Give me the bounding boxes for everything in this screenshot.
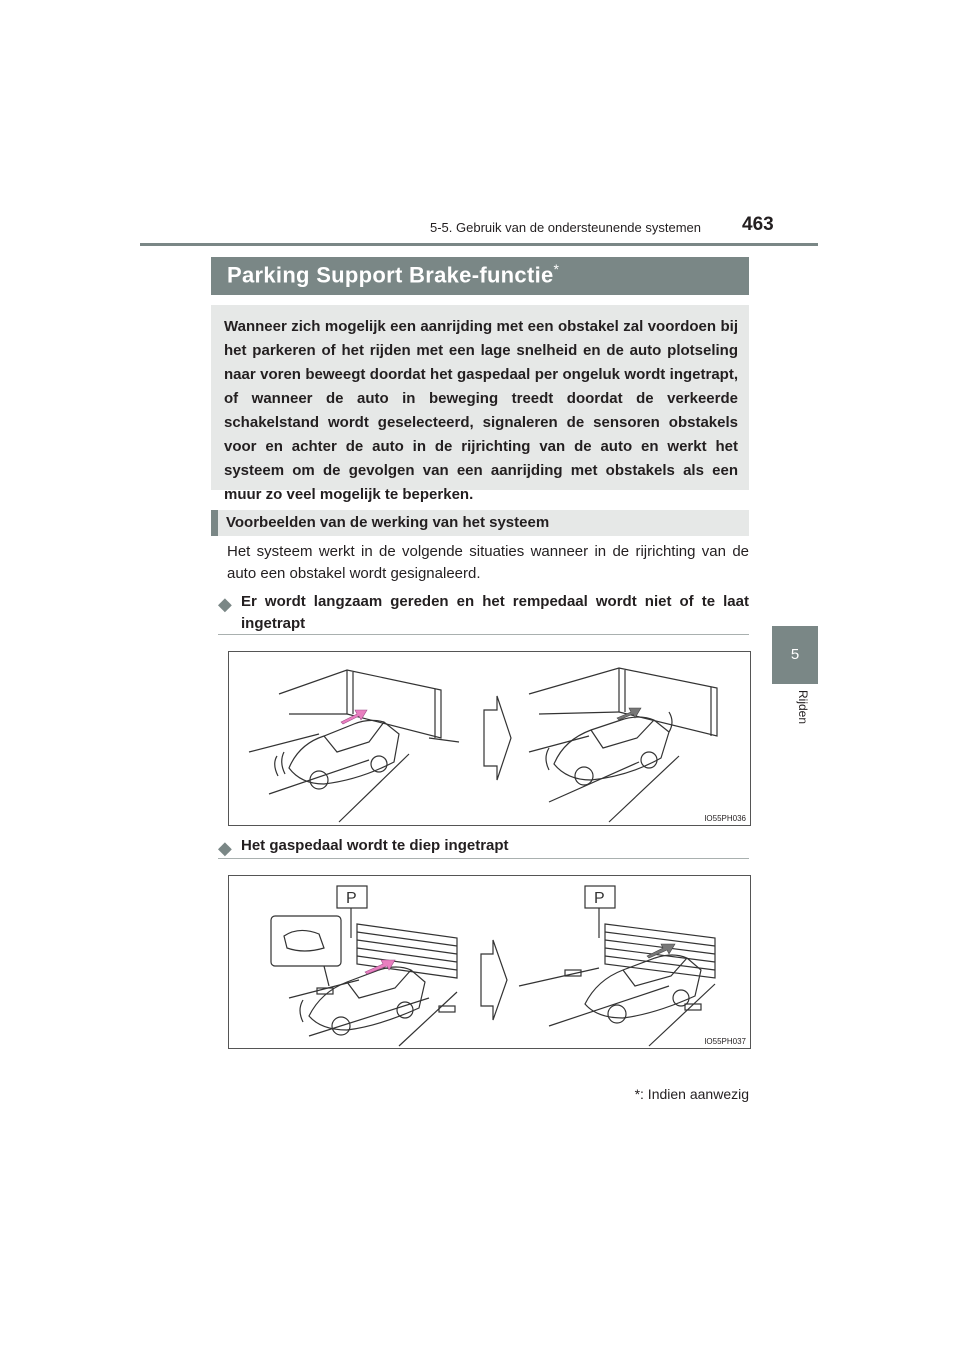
case-heading-text: Het gaspedaal wordt te diep ingetrapt (241, 837, 509, 854)
case-rule (218, 858, 749, 859)
illustration-accelerator-pressed-drawing: P P (270, 885, 716, 1047)
svg-text:P: P (594, 890, 605, 907)
subheading-text: Voorbeelden van de werking van het syste… (226, 514, 550, 531)
footnote: *: Indien aanwezig (600, 1086, 749, 1102)
running-header-section: 5-5. Gebruik van de ondersteunende syste… (430, 220, 702, 235)
svg-text:P: P (346, 890, 357, 907)
chapter-label: Rijden (796, 690, 810, 725)
intro-box: Wanneer zich mogelijk een aanrijding met… (211, 305, 749, 503)
diamond-bullet-icon: ◆ (218, 838, 232, 858)
case-heading: ◆ Het gaspedaal wordt te diep ingetrapt (218, 835, 749, 858)
section-title-text: Parking Support Brake-functie (227, 262, 554, 288)
illustration-accelerator-pressed: P P (228, 875, 751, 1049)
subheading-bar: Voorbeelden van de werking van het syste… (211, 510, 749, 536)
illustration-slow-driving-drawing (248, 667, 718, 823)
diamond-bullet-icon: ◆ (218, 594, 232, 614)
subheading-accent (211, 510, 218, 536)
header-rule (140, 243, 818, 246)
footnote-text: : Indien aanwezig (640, 1086, 749, 1102)
footnote-mark: * (634, 1086, 641, 1102)
intro-text: Wanneer zich mogelijk een aanrijding met… (224, 318, 738, 503)
case-heading: ◆ Er wordt langzaam gereden en het rempe… (218, 591, 749, 635)
case-rule (218, 634, 749, 635)
case-heading-text: Er wordt langzaam gereden en het rempeda… (241, 593, 749, 632)
optional-mark: * (553, 261, 560, 277)
figure-code: IO55PH036 (704, 814, 746, 823)
figure-code: IO55PH037 (704, 1037, 746, 1046)
section-title: Parking Support Brake-functie* (227, 261, 559, 288)
page-number: 463 (742, 214, 774, 235)
illustration-slow-driving: IO55PH036 (228, 651, 751, 826)
chapter-tab: 5 (772, 626, 818, 684)
section-title-bar: Parking Support Brake-functie* (211, 257, 749, 295)
body-paragraph: Het systeem werkt in de volgende situati… (227, 543, 749, 582)
